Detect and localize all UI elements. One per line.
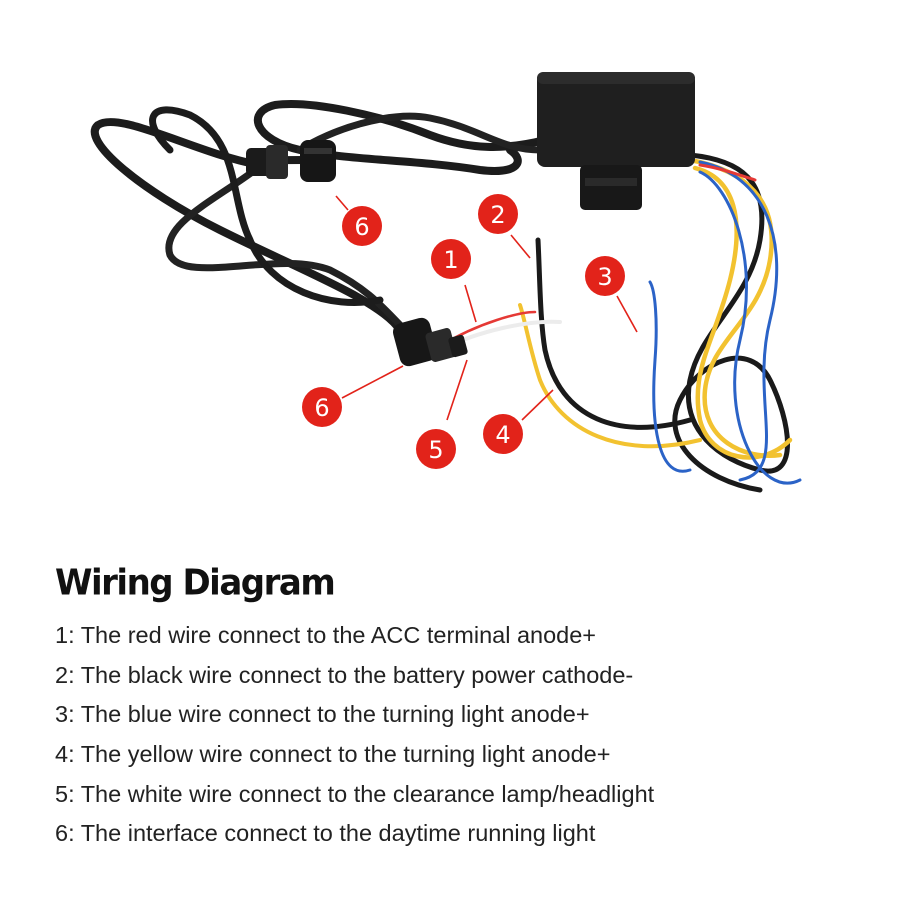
callout-1: 1 — [431, 239, 471, 279]
legend-item: 1: The red wire connect to the ACC termi… — [55, 622, 597, 648]
callout-label: 2 — [490, 201, 505, 229]
callout-6-top: 6 — [342, 206, 382, 246]
legend-title: Wiring Diagram — [55, 562, 336, 604]
legend-item: 3: The blue wire connect to the turning … — [55, 701, 590, 728]
legend-item: 5: The white wire connect to the clearan… — [55, 780, 655, 807]
legend-item: 4: The yellow wire connect to the turnin… — [55, 741, 611, 768]
callout-label: 6 — [354, 213, 369, 241]
connector-bottom — [392, 317, 468, 367]
callout-5: 5 — [416, 429, 456, 469]
wiring-photo: 1 2 3 4 5 6 6 — [90, 72, 802, 493]
callout-label: 5 — [428, 436, 443, 464]
connector-top — [246, 140, 336, 182]
callout-2: 2 — [478, 194, 518, 234]
callout-label: 3 — [597, 263, 612, 291]
legend-item: 6: The interface connect to the daytime … — [55, 820, 596, 847]
legend-item: 2: The black wire connect to the battery… — [55, 661, 634, 688]
callout-label: 1 — [443, 246, 458, 274]
cables — [90, 100, 802, 493]
legend-list: 1: The red wire connect to the ACC termi… — [55, 616, 654, 854]
callout-label: 4 — [495, 421, 510, 449]
control-box — [537, 72, 695, 210]
callout-label: 6 — [314, 394, 329, 422]
leader-lines — [335, 195, 638, 421]
callout-4: 4 — [483, 414, 523, 454]
callout-3: 3 — [585, 256, 625, 296]
callout-6-bottom: 6 — [302, 387, 342, 427]
